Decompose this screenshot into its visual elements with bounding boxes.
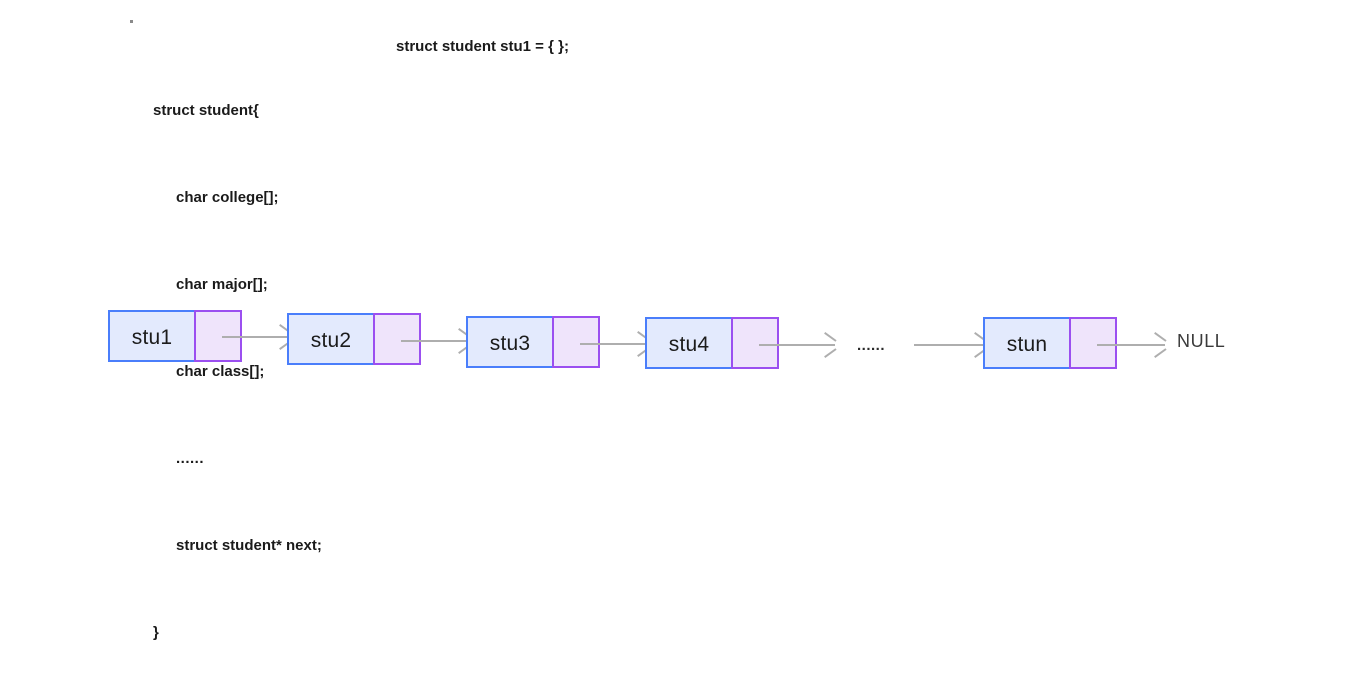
code-line-char-class: char class[]; <box>176 363 265 380</box>
node-pointer-cell <box>373 313 421 365</box>
node-data-cell: stu3 <box>466 316 554 368</box>
code-line-struct-close: } <box>153 624 159 641</box>
list-node-stu4: stu4 <box>645 317 779 369</box>
list-node-stun: stun <box>983 317 1117 369</box>
null-terminator-label: NULL <box>1177 331 1226 351</box>
node-pointer-cell <box>194 310 242 362</box>
node-data-cell: stu2 <box>287 313 375 365</box>
list-node-stu3: stu3 <box>466 316 600 368</box>
stray-dot-artifact <box>130 20 133 23</box>
list-node-stu2: stu2 <box>287 313 421 365</box>
list-node-stu1: stu1 <box>108 310 242 362</box>
list-ellipsis: ...... <box>857 337 886 354</box>
code-line-next-pointer: struct student* next; <box>176 537 322 554</box>
node-data-cell: stun <box>983 317 1071 369</box>
code-line-ellipsis: ...... <box>176 450 205 467</box>
node-pointer-cell <box>1069 317 1117 369</box>
code-line-struct-open: struct student{ <box>153 102 259 119</box>
struct-variable-declaration: struct student stu1 = { }; <box>396 38 569 55</box>
arrow-head-icon <box>1152 338 1165 352</box>
code-line-char-college: char college[]; <box>176 189 279 206</box>
code-line-char-major: char major[]; <box>176 276 268 293</box>
node-pointer-cell <box>552 316 600 368</box>
node-data-cell: stu4 <box>645 317 733 369</box>
arrow-shaft <box>914 344 985 346</box>
node-data-cell: stu1 <box>108 310 196 362</box>
pointer-arrow-ellipsis-to-stun <box>914 338 985 352</box>
arrow-head-icon <box>822 338 835 352</box>
linked-list-diagram: stu1 stu2 stu3 stu4 ...... stun <box>0 0 1369 400</box>
node-pointer-cell <box>731 317 779 369</box>
